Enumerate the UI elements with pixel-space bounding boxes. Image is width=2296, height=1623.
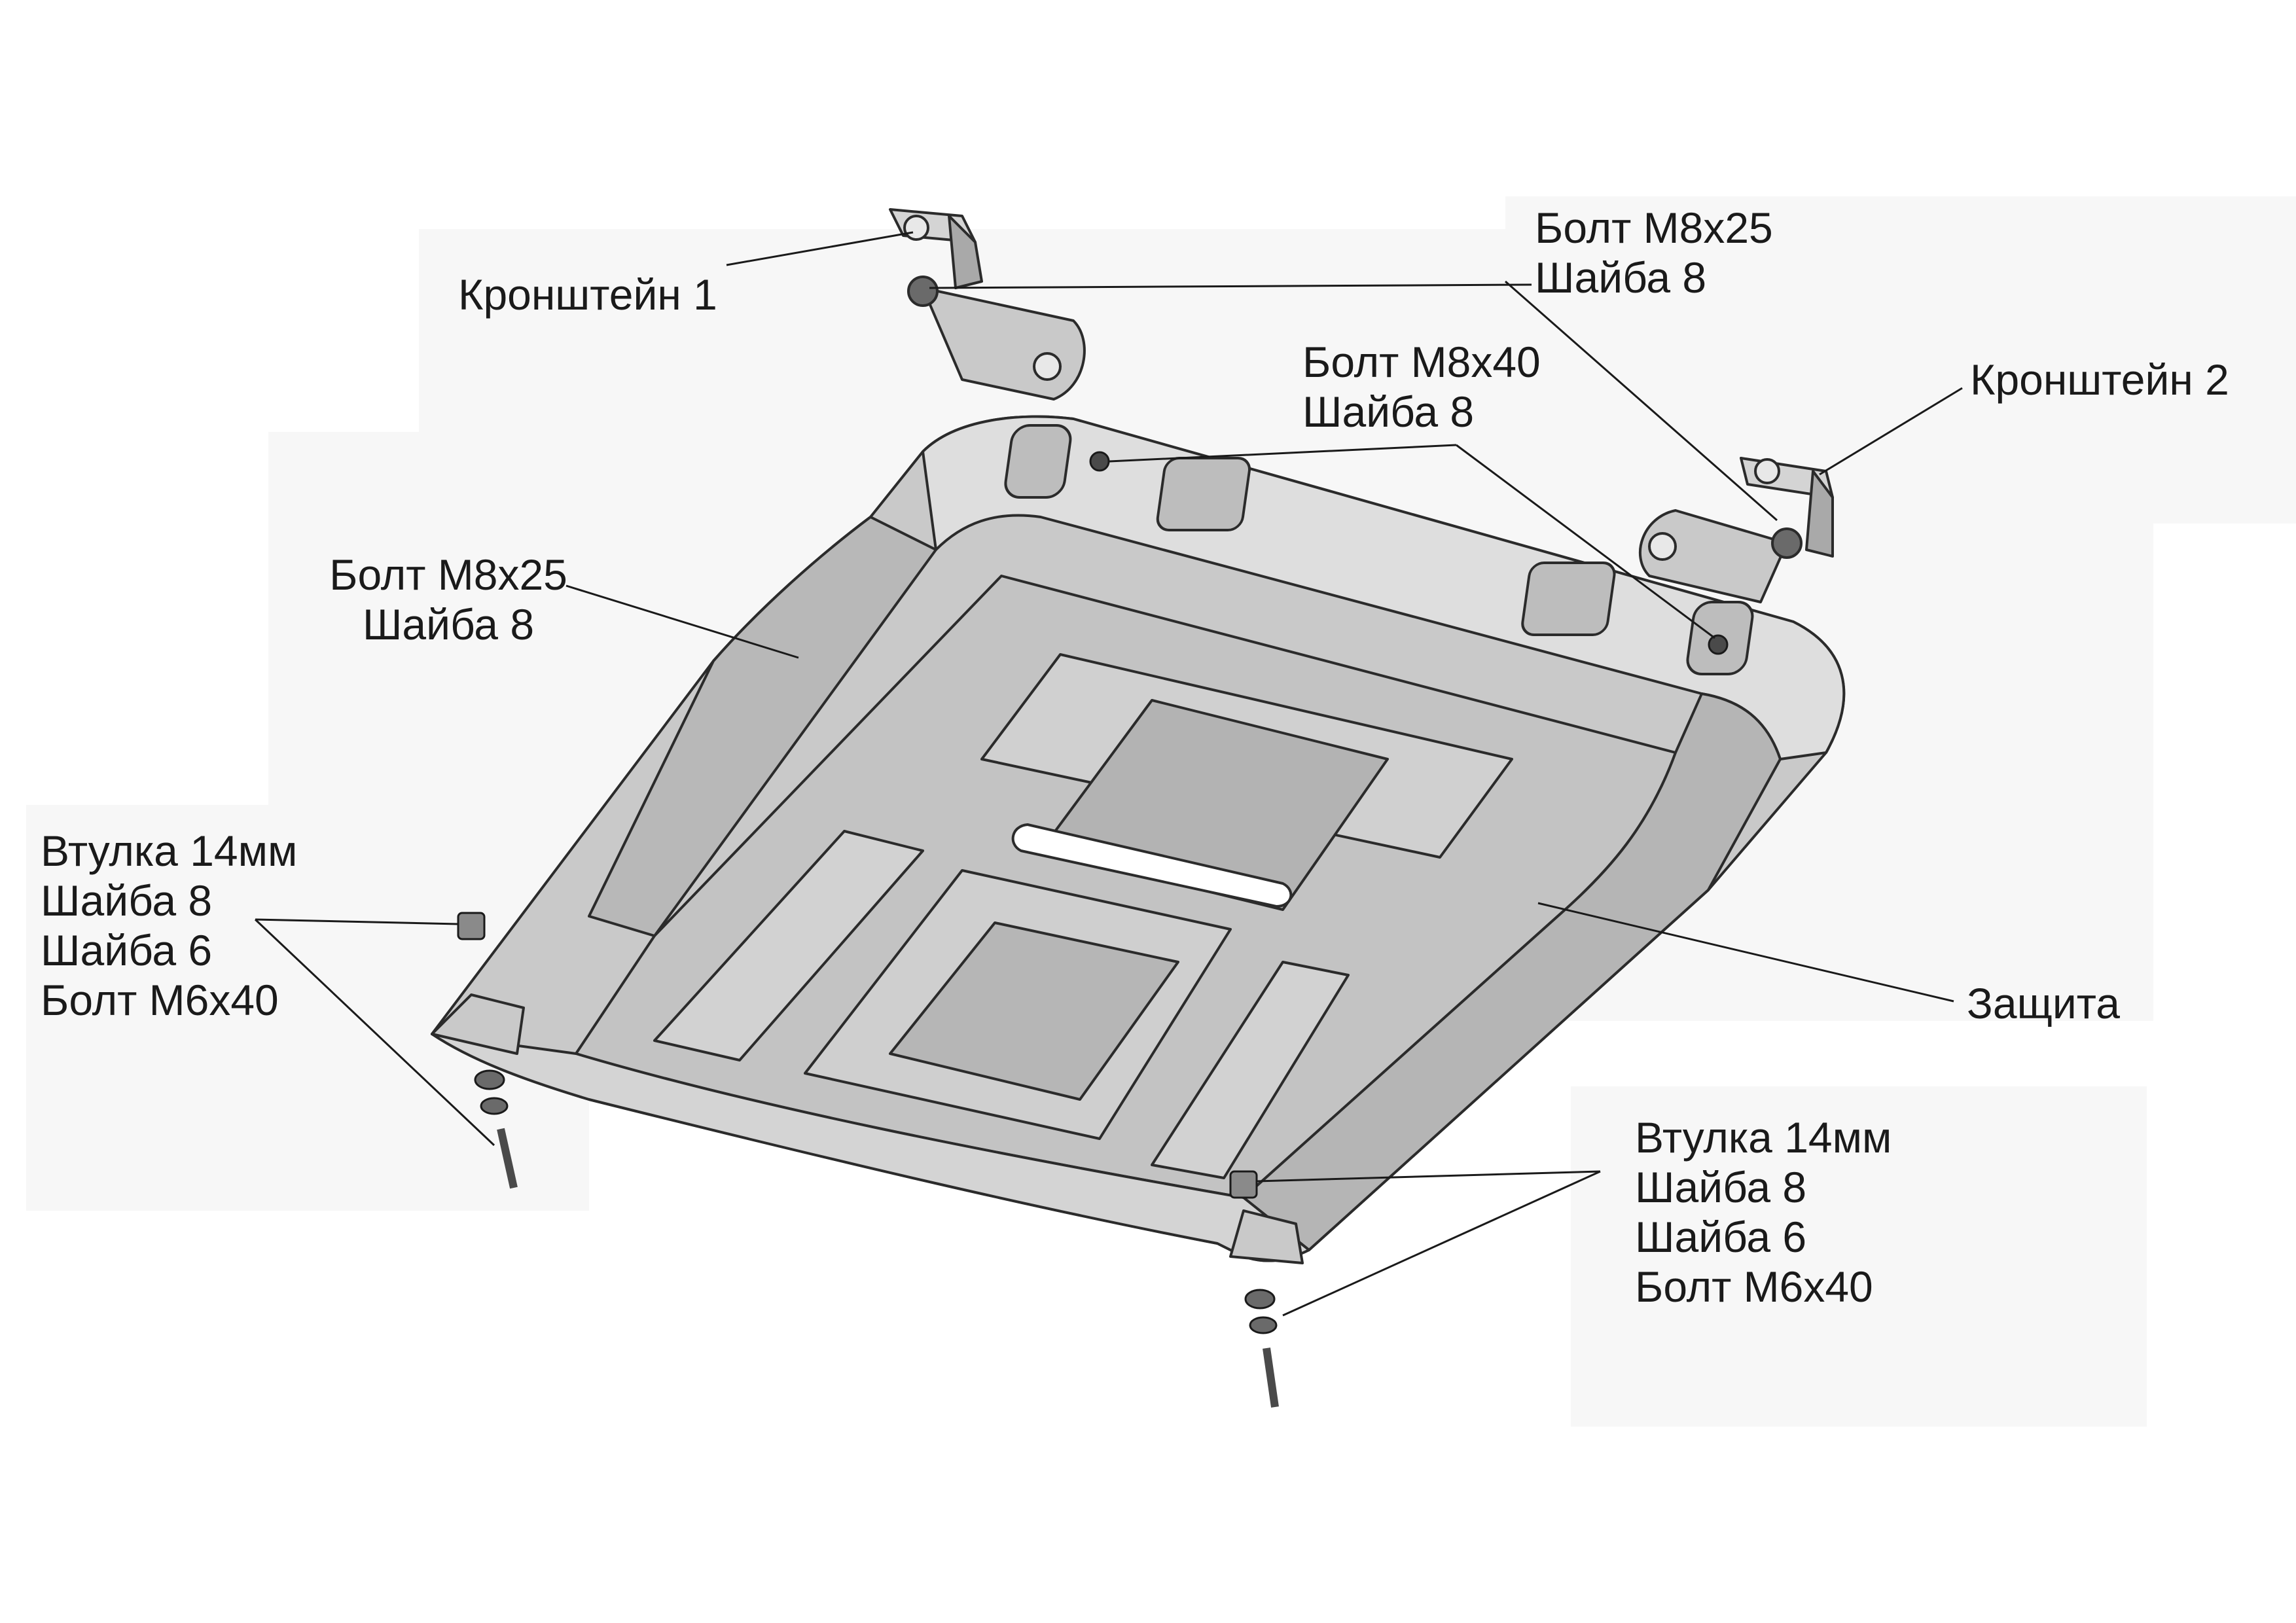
label-bolt-left-line-2: Шайба 8 xyxy=(362,600,535,649)
label-bolt-top-right: Болт M8x25 Шайба 8 xyxy=(1535,203,1773,302)
front-tab-right xyxy=(1229,1209,1304,1264)
label-bolt-top-right-line-1: Болт M8x25 xyxy=(1535,204,1773,252)
label-bolt-m8x40-line-1: Болт M8x40 xyxy=(1302,338,1541,386)
bushing-right xyxy=(1229,1170,1258,1199)
label-bushing-left-line-4: Болт M6x40 xyxy=(41,976,279,1024)
label-bolt-m8x40-line-2: Шайба 8 xyxy=(1302,387,1475,436)
label-guard-line-1: Защита xyxy=(1967,979,2120,1027)
rim-bolts xyxy=(1089,451,1729,655)
plate-left-wall xyxy=(588,516,937,937)
label-guard: Защита xyxy=(1967,978,2120,1028)
plate-rim xyxy=(922,415,1846,760)
rim-pocket-1 xyxy=(1004,424,1072,499)
leader-bushing-left-a xyxy=(255,918,459,925)
rim-bolt-right xyxy=(1708,634,1729,655)
bolt-m6x40-left xyxy=(497,1128,518,1189)
label-bolt-left: Болт M8x25 Шайба 8 xyxy=(324,550,573,649)
label-bracket-2: Кронштейн 2 xyxy=(1970,355,2229,404)
left-rib xyxy=(653,830,924,1061)
bracket-2-washer xyxy=(1771,527,1803,559)
leader-bolt-top-right xyxy=(929,283,1532,289)
lower-emboss-inner xyxy=(889,921,1179,1101)
washer-8-right xyxy=(1244,1289,1276,1310)
leader-bushing-right-a xyxy=(1256,1170,1601,1183)
label-bushing-right-line-2: Шайба 8 xyxy=(1635,1163,1807,1211)
washer-6-left xyxy=(480,1097,509,1115)
label-bushing-left: Втулка 14мм Шайба 8 Шайба 6 Болт M6x40 xyxy=(41,826,297,1025)
leader-lines xyxy=(254,231,1963,1317)
label-bracket-1: Кронштейн 1 xyxy=(458,270,717,319)
label-bushing-left-line-1: Втулка 14мм xyxy=(41,827,298,875)
washer-6-right xyxy=(1249,1316,1278,1334)
bracket-2 xyxy=(1638,457,1834,603)
label-bushing-right: Втулка 14мм Шайба 8 Шайба 6 Болт M6x40 xyxy=(1635,1113,1892,1311)
leader-bolt-left xyxy=(565,584,799,659)
label-bushing-right-line-1: Втулка 14мм xyxy=(1635,1113,1892,1162)
leader-m8x40-a xyxy=(1109,444,1457,463)
skid-plate xyxy=(431,415,1846,1264)
bracket-1-nut xyxy=(1033,352,1062,381)
rim-bolt-left xyxy=(1089,451,1110,472)
fastener-stack-left xyxy=(457,912,518,1189)
fastener-stack-right xyxy=(1229,1170,1279,1408)
bracket-1 xyxy=(889,208,1086,401)
center-slot xyxy=(1011,823,1293,908)
bracket-2-side xyxy=(1805,470,1834,558)
label-bushing-left-line-2: Шайба 8 xyxy=(41,876,213,925)
label-bracket-1-line-1: Кронштейн 1 xyxy=(458,270,717,319)
label-bolt-left-line-1: Болт M8x25 xyxy=(329,550,567,599)
bracket-1-bolt-head xyxy=(903,215,929,241)
label-bushing-right-line-4: Болт M6x40 xyxy=(1635,1262,1873,1311)
leader-bushing-right-b xyxy=(1282,1170,1601,1317)
leader-m8x40-b xyxy=(1456,444,1715,639)
bracket-2-nut xyxy=(1648,532,1677,561)
plate-right-band xyxy=(1242,692,1782,1251)
rim-pocket-3 xyxy=(1521,562,1616,636)
leader-bolt-top-right-diag xyxy=(1505,280,1778,522)
rim-pocket-2 xyxy=(1156,457,1251,531)
leader-guard xyxy=(1537,902,1954,1003)
washer-8-left xyxy=(474,1069,505,1090)
label-bushing-left-line-3: Шайба 6 xyxy=(41,926,213,974)
label-bushing-right-line-3: Шайба 6 xyxy=(1635,1213,1807,1261)
bracket-2-bolt-head xyxy=(1754,458,1780,484)
plate-front-flange xyxy=(431,1033,1310,1262)
right-rib xyxy=(1151,961,1350,1179)
bushing-left xyxy=(457,912,486,940)
bracket-1-washer xyxy=(907,276,939,307)
bracket-2-foot xyxy=(1638,509,1788,603)
leader-bushing-left-b xyxy=(254,918,495,1147)
label-bolt-top-right-line-2: Шайба 8 xyxy=(1535,253,1707,302)
label-bolt-m8x40: Болт M8x40 Шайба 8 xyxy=(1302,337,1541,437)
bolt-m6x40-right xyxy=(1263,1347,1279,1408)
leader-bracket1 xyxy=(726,231,914,266)
bracket-1-side xyxy=(948,215,983,289)
label-bracket-2-line-1: Кронштейн 2 xyxy=(1970,355,2229,404)
leader-bracket2 xyxy=(1819,387,1963,476)
front-tab-left xyxy=(431,993,525,1055)
